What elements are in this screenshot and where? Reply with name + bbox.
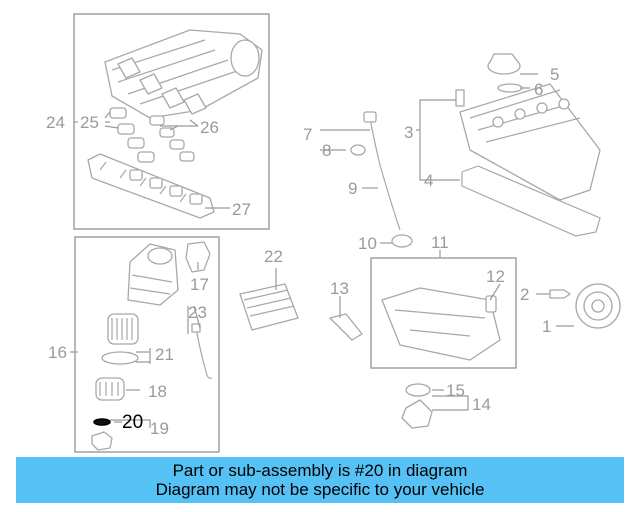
oil-filter-element [107, 313, 139, 345]
callout-20-highlighted: 20 [122, 412, 143, 433]
parts-diagram: 24 25 26 27 7 8 9 10 3 4 5 6 16 17 23 21… [46, 13, 621, 453]
callout-10: 10 [358, 234, 377, 253]
callout-7: 7 [303, 125, 312, 144]
callout-8: 8 [322, 141, 331, 160]
info-banner: Part or sub-assembly is #20 in diagram D… [16, 457, 624, 503]
drain-plug [91, 431, 113, 451]
callout-24: 24 [46, 113, 65, 132]
bracket-13 [329, 313, 363, 341]
crankshaft-pulley [575, 283, 621, 329]
o-ring-21 [101, 351, 139, 365]
banner-line-1: Part or sub-assembly is #20 in diagram [172, 461, 468, 480]
callout-2: 2 [520, 285, 529, 304]
intake-gaskets [109, 107, 195, 163]
oil-level-sensor [485, 295, 497, 313]
pickup-gasket [405, 383, 431, 397]
callout-21: 21 [155, 345, 174, 364]
oil-filler-cap [487, 53, 521, 75]
callout-26: 26 [200, 118, 219, 137]
pcv-valve [455, 89, 465, 107]
valve-cover [459, 83, 601, 201]
housing-gasket [185, 241, 211, 273]
callout-3: 3 [404, 123, 413, 142]
callout-23: 23 [188, 303, 207, 322]
filter-cap [95, 377, 125, 401]
callout-17: 17 [190, 275, 209, 294]
dipstick [350, 111, 413, 248]
callout-1: 1 [542, 317, 551, 336]
callout-18: 18 [148, 382, 167, 401]
oil-cooler-line [191, 323, 213, 379]
pulley-bolt [549, 289, 571, 299]
callout-13: 13 [330, 279, 349, 298]
callout-15: 15 [446, 381, 465, 400]
callout-5: 5 [550, 65, 559, 84]
oil-pan [381, 287, 501, 361]
callout-19: 19 [150, 419, 169, 438]
callout-11: 11 [431, 233, 449, 252]
oil-pan-group-box [370, 257, 517, 369]
callout-25: 25 [80, 113, 99, 132]
callout-16: 16 [48, 343, 67, 362]
filler-cap-seal [497, 83, 523, 93]
oil-filter-housing [127, 243, 179, 306]
callout-4: 4 [424, 171, 433, 190]
intake-manifold [104, 29, 263, 119]
oil-pump-pickup [401, 399, 433, 429]
leader-lines [70, 73, 574, 428]
callout-27: 27 [232, 200, 251, 219]
callout-12: 12 [486, 267, 505, 286]
intake-lower-runner [87, 153, 215, 219]
banner-line-2: Diagram may not be specific to your vehi… [155, 480, 485, 499]
callout-9: 9 [348, 179, 357, 198]
valve-cover-gasket [461, 165, 601, 237]
callout-6: 6 [534, 80, 543, 99]
o-ring-20-highlight [93, 418, 111, 426]
callout-22: 22 [264, 247, 283, 266]
callout-14: 14 [472, 395, 491, 414]
oil-cooler [239, 283, 299, 331]
oil-filter-group-box [74, 236, 220, 453]
